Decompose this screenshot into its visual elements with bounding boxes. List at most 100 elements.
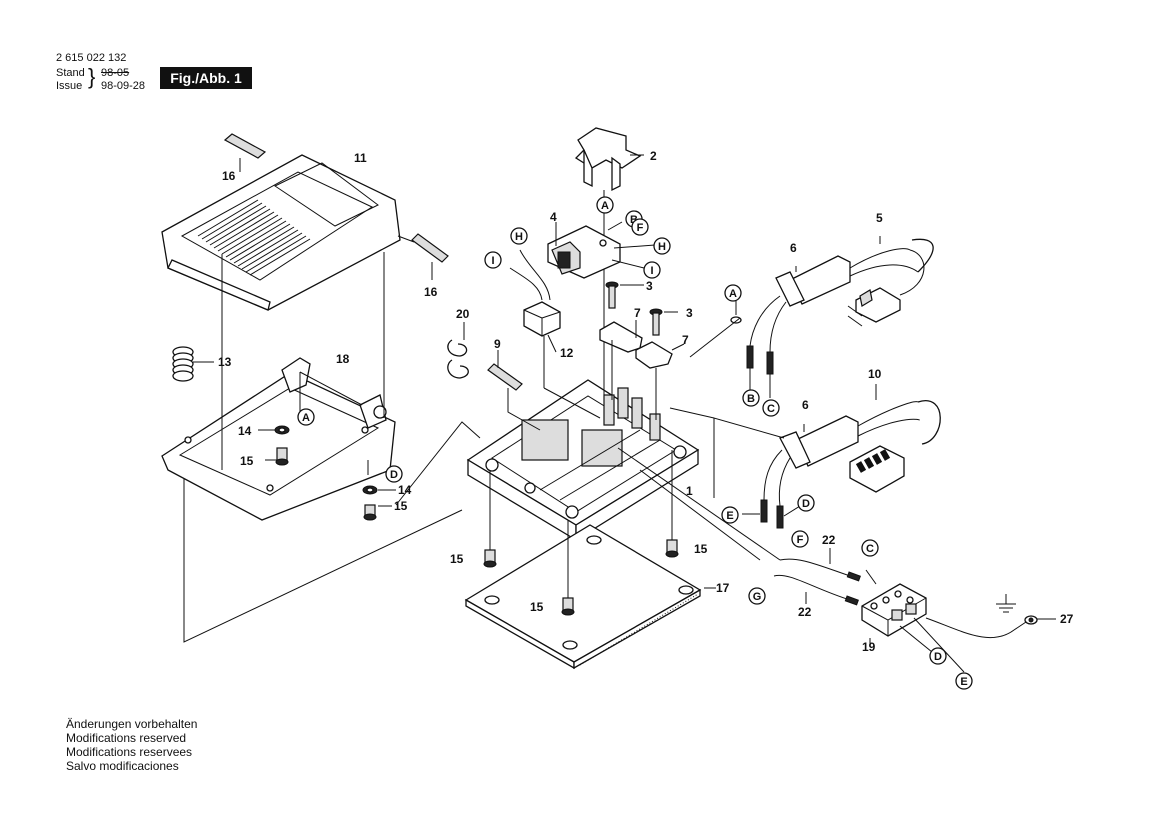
callout-14b: 14: [398, 483, 412, 497]
svg-text:A: A: [601, 200, 609, 212]
connector-H1: H: [510, 227, 528, 245]
connector-H2: H: [653, 237, 671, 255]
spring: [172, 346, 214, 382]
washer-screw-base: [258, 425, 290, 466]
connector-B2: B: [742, 389, 760, 407]
svg-text:D: D: [934, 651, 942, 663]
extension-cord-socket: [669, 384, 941, 529]
connector-D1: D: [385, 465, 403, 483]
connector-E2: E: [955, 672, 973, 690]
callout-1: 1: [686, 484, 693, 498]
cable-clamps: [599, 320, 685, 420]
connector-A3: A: [297, 408, 315, 426]
connector-I1: I: [484, 251, 502, 269]
connector-D3: D: [929, 647, 947, 665]
ground-symbol-icon: [996, 594, 1016, 613]
pin-right: [397, 233, 449, 280]
bottom-plate: [464, 524, 702, 670]
callout-17: 17: [716, 581, 730, 595]
spring-clip: [447, 322, 469, 379]
callout-15a: 15: [240, 454, 254, 468]
callout-10: 10: [868, 367, 882, 381]
callout-11: 11: [354, 151, 367, 165]
stand-label: Stand: [56, 67, 85, 79]
screws-top: [605, 281, 678, 336]
svg-text:D: D: [390, 469, 398, 481]
connector-D2: D: [797, 494, 815, 512]
callout-19: 19: [862, 640, 876, 654]
footer-line-fr: Modifications reservees: [66, 745, 193, 759]
brace-icon: }: [88, 64, 96, 89]
connector-F1: F: [631, 218, 649, 236]
svg-text:B: B: [630, 214, 638, 226]
switch-housing: [466, 379, 700, 542]
microswitch: [547, 221, 656, 279]
new-date: 98-09-28: [101, 80, 146, 92]
svg-text:G: G: [753, 591, 762, 603]
svg-text:E: E: [726, 510, 733, 522]
callout-15d: 15: [694, 542, 708, 556]
callout-13: 13: [218, 355, 232, 369]
callout-16a: 16: [222, 169, 236, 183]
connector-C1: C: [762, 399, 780, 417]
svg-text:E: E: [960, 676, 967, 688]
callout-15e: 15: [530, 600, 544, 614]
callout-14a: 14: [238, 424, 252, 438]
ground-wire: [925, 615, 1056, 639]
callout-27: 27: [1060, 612, 1074, 626]
callout-22a: 22: [822, 533, 836, 547]
connector-I2: I: [643, 261, 661, 279]
connector-A1: A: [724, 284, 742, 302]
connector-E1: E: [721, 506, 739, 524]
connector-F2: F: [791, 530, 809, 548]
svg-text:I: I: [491, 255, 494, 267]
svg-text:C: C: [866, 543, 874, 555]
callout-5: 5: [876, 211, 883, 225]
svg-text:H: H: [658, 241, 666, 253]
svg-text:H: H: [515, 231, 523, 243]
jumper-wires: [617, 447, 861, 606]
connector-C2: C: [861, 539, 879, 557]
housing-screws: [483, 450, 679, 616]
pedal-base: [161, 357, 396, 521]
callout-18: 18: [336, 352, 350, 366]
callout-7b: 7: [682, 333, 689, 347]
issue-label: Issue: [56, 80, 83, 92]
power-cord-plug: [689, 236, 934, 398]
callout-2: 2: [650, 149, 657, 163]
callout-4: 4: [550, 210, 557, 224]
callout-7a: 7: [634, 306, 641, 320]
callout-15c: 15: [450, 552, 464, 566]
pin-top-left: [223, 133, 267, 172]
footer-line-en: Modifications reserved: [66, 731, 187, 745]
callout-3a: 3: [646, 279, 653, 293]
pedal-cover: [161, 154, 401, 311]
actuator: [574, 127, 644, 408]
connector-G1: G: [748, 587, 766, 605]
pivot-pin: [487, 350, 541, 431]
callout-9: 9: [494, 337, 501, 351]
svg-text:F: F: [637, 222, 644, 234]
wire-connector: [509, 249, 601, 419]
svg-text:A: A: [302, 412, 310, 424]
callout-20: 20: [456, 307, 470, 321]
callout-12: 12: [560, 346, 574, 360]
svg-text:B: B: [747, 393, 755, 405]
connector-A2: A: [596, 196, 614, 214]
svg-text:C: C: [767, 403, 775, 415]
washer-screw-right: [362, 485, 396, 521]
part-number: 2 615 022 132: [56, 52, 127, 64]
svg-text:D: D: [802, 498, 810, 510]
footer-line-de: Änderungen vorbehalten: [66, 717, 198, 731]
old-date: 98-05: [101, 67, 130, 79]
figure-label: Fig./Abb. 1: [160, 67, 252, 89]
svg-text:I: I: [650, 265, 653, 277]
callout-15b: 15: [394, 499, 408, 513]
callout-22b: 22: [798, 605, 812, 619]
terminal-block: [861, 569, 965, 673]
svg-text:A: A: [729, 288, 737, 300]
callout-6a: 6: [790, 241, 797, 255]
callout-16b: 16: [424, 285, 438, 299]
footer-notes: Änderungen vorbehalten Modifications res…: [66, 717, 197, 773]
